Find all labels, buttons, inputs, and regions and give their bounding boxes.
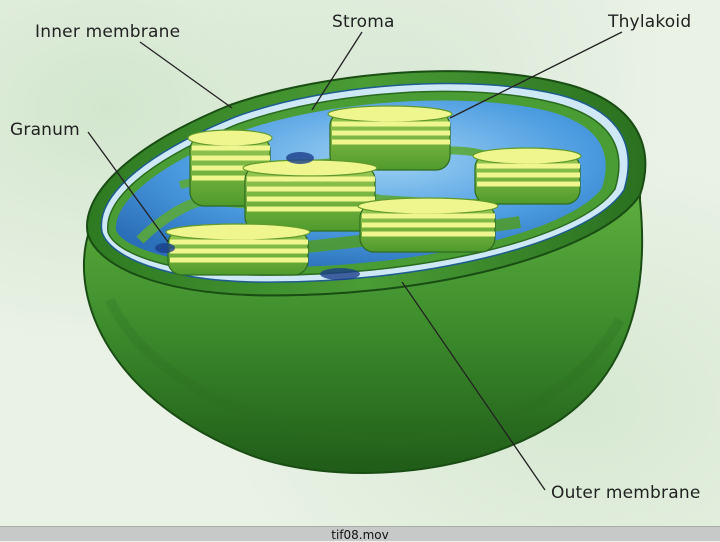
label-outer-membrane: Outer membrane <box>551 483 700 503</box>
granum-stack-3 <box>473 148 581 204</box>
label-thylakoid: Thylakoid <box>608 12 691 32</box>
granum-stack-4 <box>243 160 377 231</box>
media-footer-bar: tif08.mov <box>0 526 720 541</box>
granum-stack-2 <box>328 106 452 170</box>
chloroplast-diagram <box>0 0 720 526</box>
granum-stack-6 <box>166 224 310 275</box>
label-stroma: Stroma <box>332 12 395 32</box>
media-filename[interactable]: tif08.mov <box>0 529 720 541</box>
label-inner-membrane: Inner membrane <box>35 22 180 42</box>
leader-inner-membrane <box>140 42 232 108</box>
granum-stack-5 <box>358 198 498 252</box>
label-granum: Granum <box>10 120 80 140</box>
